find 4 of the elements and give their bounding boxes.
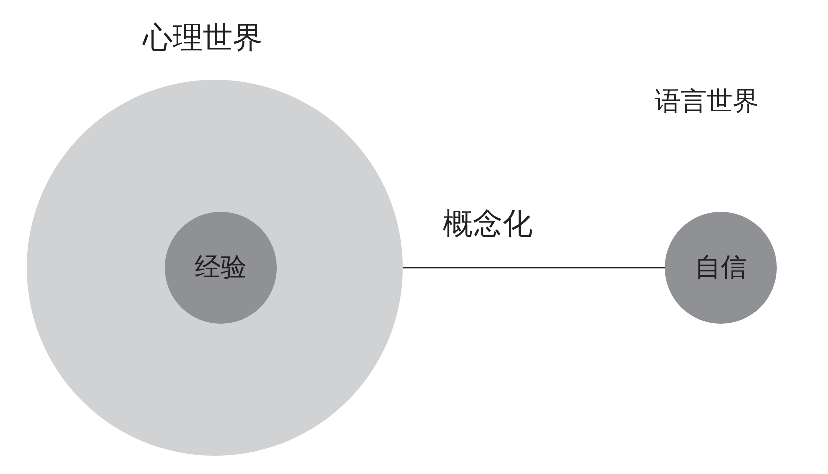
node-label: 自信 [694, 252, 748, 284]
node-label: 经验 [194, 252, 248, 284]
region-label: 语言世界 [655, 86, 759, 119]
region-heading: 心理世界 [143, 20, 263, 58]
